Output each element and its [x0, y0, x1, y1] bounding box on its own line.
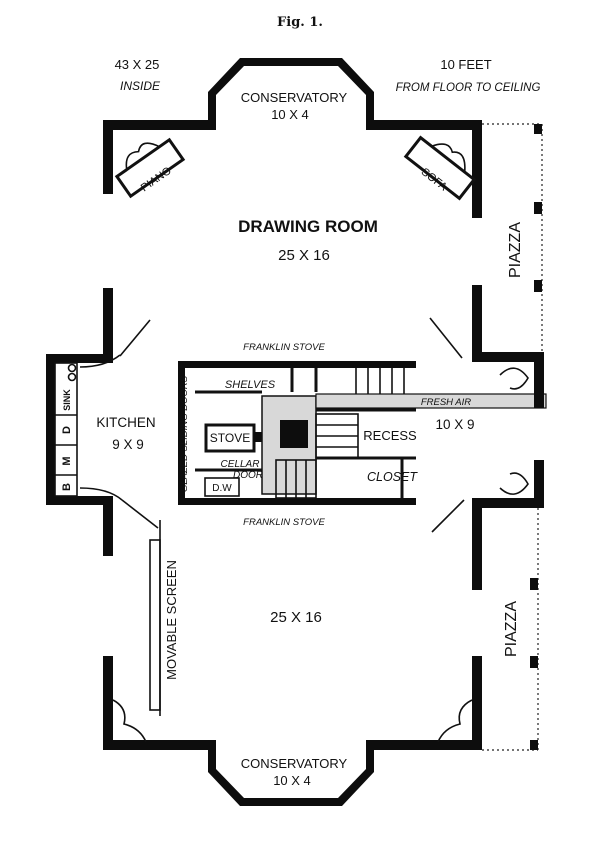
- piazza-top-label: PIAZZA: [507, 222, 524, 278]
- conservatory-top-name: CONSERVATORY: [241, 90, 348, 105]
- ceiling-height-label: 10 FEET: [440, 57, 491, 72]
- franklin-stove-bottom-label: FRANKLIN STOVE: [243, 517, 325, 528]
- kitchen-fixture-d: D: [61, 426, 73, 434]
- cellar-door-label-2: DOOR: [233, 470, 263, 481]
- closet-label: CLOSET: [367, 470, 418, 484]
- walls-top: [103, 58, 482, 360]
- lower-room-size: 25 X 16: [270, 609, 322, 626]
- piazza-outlines: [482, 123, 543, 751]
- kitchen-fixture-sink: SINK: [62, 389, 72, 411]
- shelves-label: SHELVES: [225, 379, 276, 391]
- kitchen-fixture-m: M: [61, 456, 73, 465]
- kitchen-size: 9 X 9: [112, 437, 144, 452]
- inside-label: INSIDE: [120, 79, 161, 93]
- conservatory-bottom-name: CONSERVATORY: [241, 756, 348, 771]
- sofa: [403, 135, 477, 201]
- drawing-room-size: 25 X 16: [278, 247, 330, 264]
- fresh-air-label: FRESH AIR: [421, 397, 471, 408]
- kitchen-fixture-b: B: [61, 483, 73, 491]
- walls-bottom: [103, 520, 482, 806]
- movable-screen-label: MOVABLE SCREEN: [164, 560, 179, 680]
- recess-size: 10 X 9: [435, 417, 474, 432]
- piazza-bottom-label: PIAZZA: [503, 601, 520, 657]
- kitchen-name: KITCHEN: [96, 415, 155, 430]
- conservatory-bottom-size: 10 X 4: [273, 773, 311, 788]
- conservatory-top-size: 10 X 4: [271, 107, 309, 122]
- piano: [114, 137, 186, 199]
- center-block: [178, 361, 547, 505]
- inside-dimensions-label: 43 X 25: [115, 57, 160, 72]
- floor-to-ceiling-label: FROM FLOOR TO CEILING: [396, 82, 541, 94]
- stove-label: STOVE: [210, 431, 250, 445]
- drawing-room-name: DRAWING ROOM: [238, 217, 378, 236]
- kitchen-walls: [46, 319, 159, 556]
- recess-name: RECESS: [363, 428, 417, 443]
- cellar-door-label-1: CELLAR: [221, 459, 260, 470]
- sofa-label: SOFA: [419, 166, 450, 194]
- dw-label: D.W: [212, 483, 232, 494]
- right-walls: [429, 317, 544, 590]
- franklin-stove-top-label: FRANKLIN STOVE: [243, 342, 325, 353]
- glazed-sliding-doors-label: GLAZED SLIDING DOORS: [179, 375, 190, 492]
- figure-title: Fig. 1.: [277, 15, 323, 30]
- piano-label: PIANO: [139, 165, 174, 195]
